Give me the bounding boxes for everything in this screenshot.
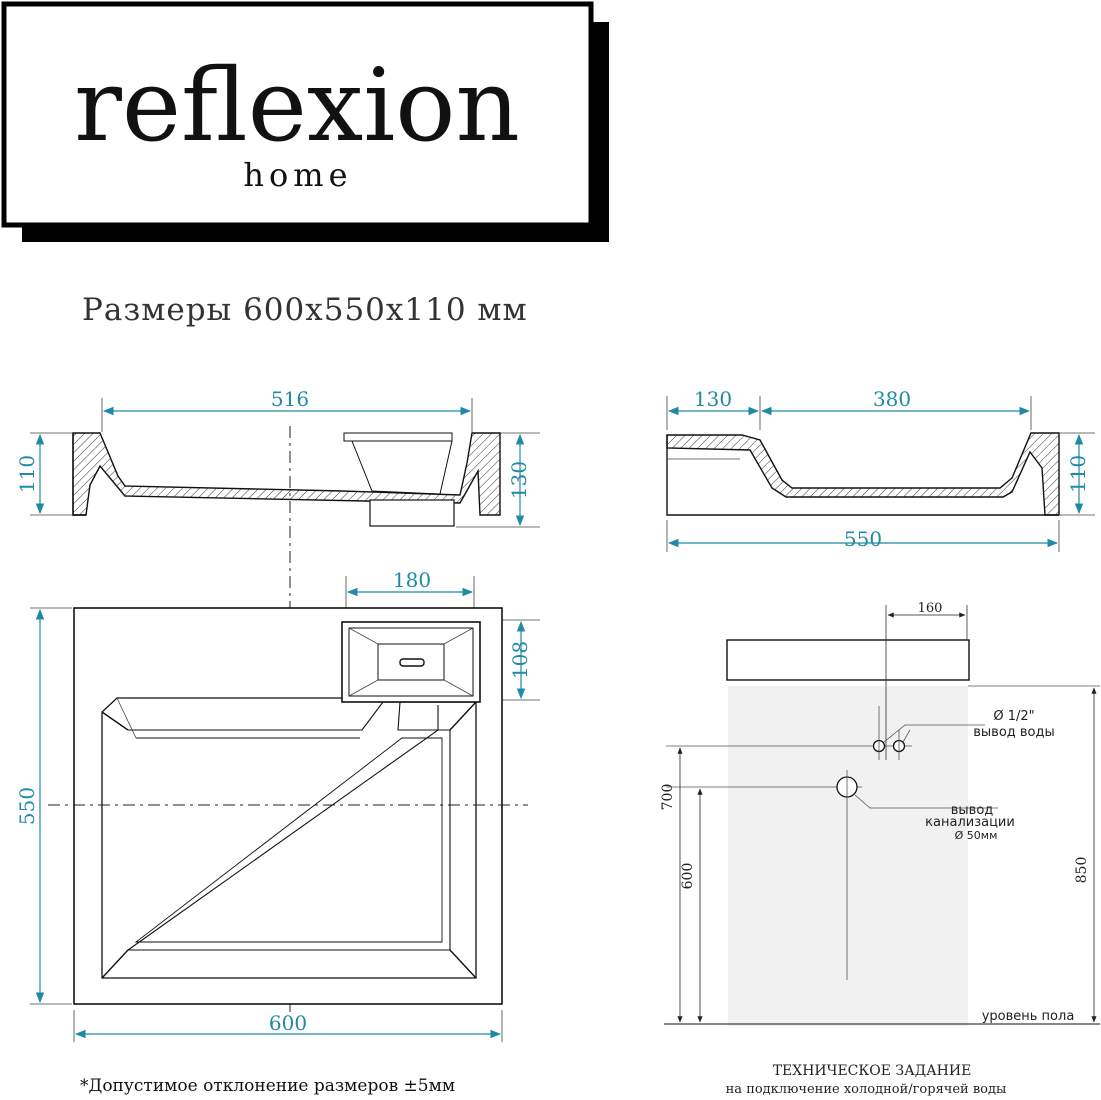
overflow-box-inner xyxy=(348,627,474,697)
water-label: вывод воды xyxy=(973,725,1055,740)
tolerance-note: *Допустимое отклонение размеров ±5мм xyxy=(80,1076,455,1096)
bowl-corner xyxy=(101,949,129,979)
water-leader xyxy=(902,729,911,743)
overflow-top xyxy=(343,432,453,442)
overflow-box-floor xyxy=(377,643,445,681)
overflow-corner xyxy=(443,627,474,645)
dim-850: 850 xyxy=(1074,857,1090,884)
dim-600-top: 600 xyxy=(269,1011,307,1035)
tech-subtitle: на подключение холодной/горячей воды xyxy=(726,1082,1007,1097)
overflow-corner xyxy=(443,679,474,697)
sewer-label-1: вывод xyxy=(951,803,994,818)
installation-scheme: 160 Ø 1/2" вывод воды вывод канализации … xyxy=(660,601,1100,1026)
sewer-leader xyxy=(854,794,998,809)
dim-130-side: 130 xyxy=(694,387,732,411)
water-leader xyxy=(883,724,985,743)
logo-brand: reflexion xyxy=(74,47,520,164)
size-title: Размеры 600x550x110 мм xyxy=(82,292,528,328)
front-section xyxy=(72,432,501,516)
dim-180: 180 xyxy=(393,568,431,592)
dim-550-side: 550 xyxy=(844,527,882,551)
bowl-floor xyxy=(134,737,443,943)
sink-silhouette xyxy=(726,639,970,681)
dim-110-side: 110 xyxy=(1066,455,1090,493)
side-outline xyxy=(666,435,1059,516)
overflow-corner xyxy=(348,679,379,697)
dim-516: 516 xyxy=(271,387,309,411)
overflow-channel xyxy=(351,440,453,495)
dim-110-left: 110 xyxy=(15,455,39,493)
tech-title: ТЕХНИЧЕСКОЕ ЗАДАНИЕ xyxy=(773,1063,972,1079)
dim-108: 108 xyxy=(508,641,532,679)
sewer-label-3: Ø 50мм xyxy=(955,829,998,842)
bowl-corner xyxy=(116,697,137,739)
drain-slot xyxy=(399,658,425,667)
floor-label: уровень пола xyxy=(982,1009,1075,1024)
front-outline xyxy=(72,433,86,516)
dim-700: 700 xyxy=(660,784,676,811)
dim-550-top: 550 xyxy=(15,787,39,825)
water-size: Ø 1/2" xyxy=(993,709,1034,724)
overflow-corner xyxy=(348,627,379,645)
dim-600-install: 600 xyxy=(680,863,696,890)
dim-380: 380 xyxy=(873,387,911,411)
bowl-corner xyxy=(449,949,477,979)
front-view: 516 110 130 xyxy=(15,387,540,1012)
side-section xyxy=(666,432,1060,516)
dim-160: 160 xyxy=(918,601,943,616)
side-view: 130 380 110 550 xyxy=(666,387,1095,552)
logo-sub: home xyxy=(243,156,352,194)
wall-area xyxy=(728,686,968,1026)
logo-frame xyxy=(1,1,594,228)
bowl-corner xyxy=(449,701,477,731)
bowl-corner xyxy=(101,711,129,731)
logo: reflexion home xyxy=(1,1,609,242)
sewer-label-2: канализации xyxy=(925,815,1015,830)
drain-outlet xyxy=(369,499,455,527)
dim-130: 130 xyxy=(507,461,531,499)
top-view: 180 108 550 600 xyxy=(15,568,540,1042)
